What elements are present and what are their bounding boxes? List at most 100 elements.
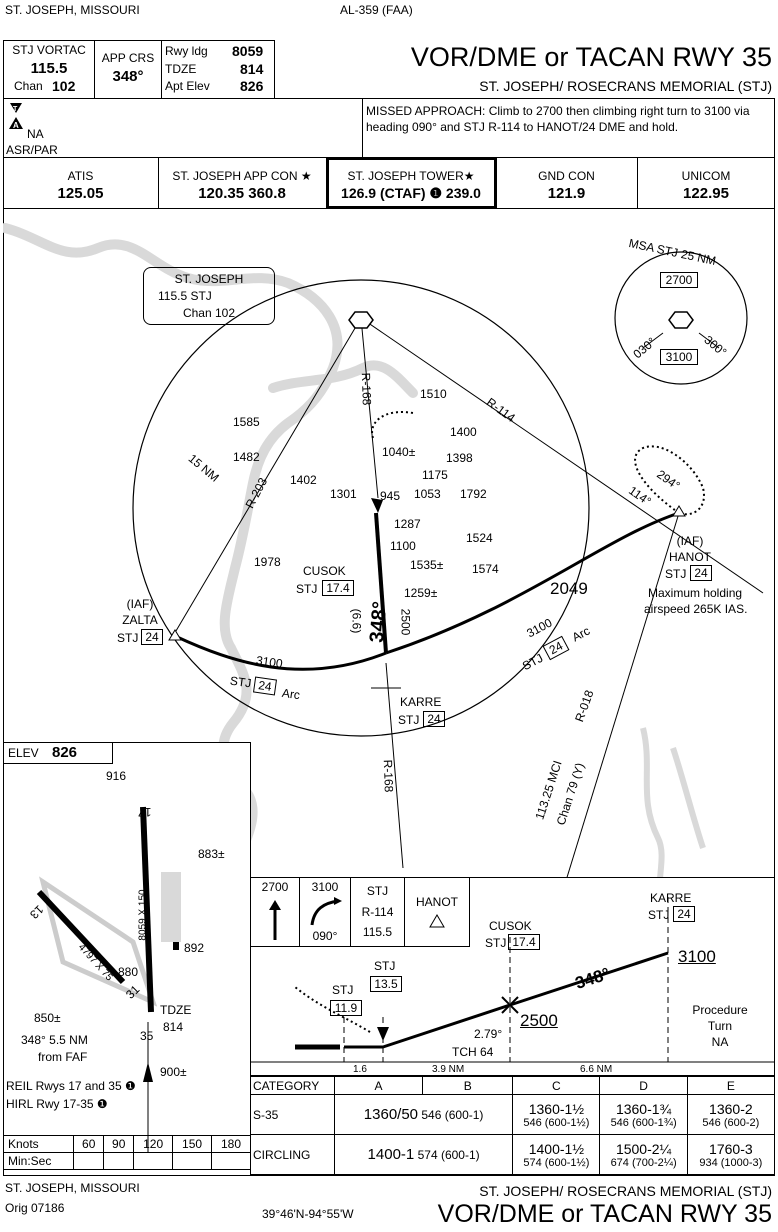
- rwy-value: 8059: [232, 43, 264, 59]
- comm-unicom-freq: 122.95: [683, 185, 729, 202]
- plan-view: [3, 223, 764, 989]
- profile-gs: 2.79°: [474, 1027, 503, 1041]
- timing-speed-180: 180: [211, 1135, 251, 1153]
- hold-fix-icon: [429, 914, 445, 928]
- ad-faf-note: from FAF: [38, 1050, 88, 1064]
- min-circ-c-sub: 574 (600-1½): [523, 1156, 590, 1169]
- climb-arrow-icon: [269, 900, 281, 940]
- min-circ-e-main: 1760-3: [709, 1140, 753, 1157]
- karre-dme-prefix: STJ: [398, 713, 420, 727]
- timing-speed-150: 150: [172, 1135, 213, 1153]
- ad-obstacle-883: 883±: [198, 847, 225, 861]
- min-s35-c-main: 1360-1½: [528, 1100, 585, 1117]
- ma-fix-radial: R-114: [361, 905, 394, 919]
- comm-tower-freq: 126.9 (CTAF) ❶ 239.0: [341, 185, 481, 201]
- min-circ-ab-main: 1400-1: [367, 1146, 415, 1163]
- msa-north: 2700: [660, 272, 698, 288]
- min-header-d: D: [599, 1076, 688, 1095]
- comm-app-name: ST. JOSEPH APP CON ★: [172, 169, 312, 183]
- vortac-label-name: ST. JOSEPH: [174, 272, 244, 286]
- timing-minsec-label: Min:Sec: [2, 1152, 75, 1170]
- svg-text:A: A: [13, 121, 19, 130]
- hanot-dme-prefix: STJ: [665, 567, 687, 581]
- hanot-name: HANOT: [669, 550, 711, 564]
- obstacle-1301: 1301: [330, 487, 357, 501]
- hanot-note1: Maximum holding: [648, 586, 743, 600]
- min-s35-c-sub: 546 (600-1½): [523, 1116, 590, 1129]
- timing-table: Knots 60 90 120 150 180 Min:Sec: [2, 1135, 251, 1170]
- zalta-name: ZALTA: [122, 613, 158, 627]
- navaid-name: STJ VORTAC: [12, 43, 86, 57]
- footer-orig: Orig 07186: [5, 1201, 65, 1215]
- elev-value-ad: 826: [52, 744, 78, 761]
- airport-name: ST. JOSEPH/ ROSECRANS MEMORIAL (STJ): [479, 78, 772, 94]
- zalta-dme-prefix: STJ: [117, 631, 139, 645]
- obstacle-1287: 1287: [394, 517, 421, 531]
- vortac-label-freq: 115.5 STJ: [158, 289, 212, 303]
- profile-drawing: [250, 897, 775, 1063]
- timing-knots-label: Knots: [2, 1135, 75, 1153]
- msa-vortac-symbol: [668, 311, 694, 329]
- radial-r168: R-168: [358, 372, 374, 406]
- profile-stj135-dme: 13.5: [370, 976, 402, 992]
- profile-tch: TCH 64: [452, 1045, 494, 1059]
- ad-rwy-35: 35: [140, 1029, 154, 1043]
- elev-label: Apt Elev: [165, 79, 210, 93]
- elev-box: [3, 742, 113, 764]
- timing-time-180: [211, 1152, 251, 1170]
- ad-tdze-label: TDZE: [160, 1003, 192, 1017]
- profile-dist-3: 6.6 NM: [580, 1064, 613, 1075]
- min-circ-label: CIRCLING: [250, 1134, 335, 1175]
- obstacle-1053: 1053: [414, 487, 441, 501]
- ad-rwy-dims-main: 8059 X 150: [137, 889, 149, 941]
- profile-descent-2: [382, 1003, 511, 1049]
- ad-obstacle-880: 880: [118, 965, 139, 979]
- footer-coords: 39°46'N-94°55'W: [262, 1207, 354, 1221]
- min-circ-ab: 1400-1 574 (600-1): [333, 1134, 514, 1175]
- ad-lights2: HIRL Rwy 17-35 ❶: [6, 1097, 108, 1111]
- ma-turn-alt: 3100: [311, 880, 339, 894]
- obstacle-945: 945: [380, 489, 401, 503]
- obstacle-1482: 1482: [233, 450, 260, 464]
- comm-gnd-name: GND CON: [538, 169, 595, 183]
- min-s35-d-main: 1360-1¾: [615, 1100, 672, 1117]
- obstacle-2049: 2049: [550, 579, 588, 598]
- min-s35-e-main: 1360-2: [709, 1100, 753, 1117]
- tower-highlight: [327, 158, 496, 208]
- ma-heading: 090°: [312, 929, 338, 943]
- left-arc-alt: 3100: [255, 653, 284, 671]
- hanot-dme: 24: [690, 565, 712, 581]
- min-circ-d-sub: 674 (700-2¼): [610, 1156, 677, 1169]
- footer-title: VOR/DME or TACAN RWY 35: [437, 1200, 772, 1228]
- obstacle-1259: 1259±: [404, 586, 438, 600]
- profile-cusok-name: CUSOK: [489, 919, 532, 933]
- msa-circle: [614, 251, 748, 385]
- min-s35-ab-sub: 546 (600-1): [421, 1108, 484, 1122]
- tdze-value: 814: [240, 61, 264, 77]
- ring-15nm: [132, 279, 590, 737]
- footer-location: ST. JOSEPH, MISSOURI: [5, 1181, 140, 1195]
- ad-faf-dist: 348° 5.5 NM: [21, 1033, 88, 1047]
- profile-dist-1: 1.6: [353, 1064, 367, 1075]
- ad-lights1: REIL Rwys 17 and 35 ❶: [6, 1079, 136, 1093]
- footer-airport: ST. JOSEPH/ ROSECRANS MEMORIAL (STJ): [479, 1183, 772, 1199]
- profile-stj135-name: STJ: [374, 959, 396, 973]
- profile-descent-1: [509, 951, 669, 1007]
- right-arc: [385, 511, 680, 655]
- ad-obstacle-900: 900±: [160, 1065, 187, 1079]
- takeoff-minimums-icon: T A: [9, 103, 23, 130]
- obstacle-1402: 1402: [290, 473, 317, 487]
- ma-fix-freq: 115.5: [362, 925, 393, 939]
- min-circ-ab-sub: 574 (600-1): [417, 1148, 480, 1162]
- profile-karre-name: KARRE: [650, 891, 692, 905]
- navaid-chan: 102: [52, 78, 76, 94]
- min-header-e: E: [686, 1076, 776, 1095]
- missed-approach-text: MISSED APPROACH: Climb to 2700 then clim…: [366, 104, 750, 134]
- karre-name: KARRE: [400, 695, 442, 709]
- left-arc-dme: 24: [252, 676, 278, 696]
- zalta-fix: [168, 629, 182, 641]
